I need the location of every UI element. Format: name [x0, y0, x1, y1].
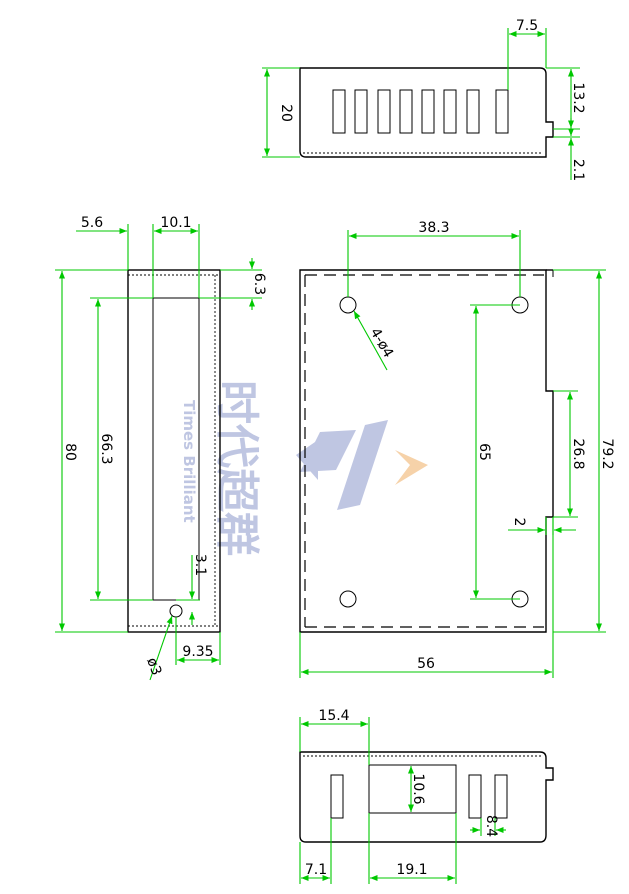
front-view-dim-2: 2 [508, 517, 576, 535]
left-view-dim-6-3: 6.3 [199, 258, 267, 310]
top-view-dim-2-1: 2.1 [553, 118, 586, 181]
dim-label: ø3 [143, 656, 164, 678]
vent-slot [377, 89, 391, 134]
top-view: 20 7.5 13.2 2.1 [262, 18, 586, 181]
bottom-view-slot [494, 774, 508, 819]
dim-label: 7.1 [305, 862, 327, 878]
front-view-dim-26-8: 26.8 [553, 390, 586, 518]
left-view-dim-9-35: 9.35 [175, 617, 221, 665]
dim-label: 4-ø4 [367, 325, 397, 360]
dim-label: 38.3 [418, 220, 449, 236]
left-view-dim-5-6: 5.6 [76, 215, 154, 298]
dim-label: 9.35 [182, 644, 213, 660]
dim-label: 7.5 [516, 18, 538, 34]
left-view-outline [127, 269, 221, 633]
front-view-dim-38-3: 38.3 [347, 220, 521, 297]
dim-label: 15.4 [318, 708, 349, 724]
dim-label: 79.2 [599, 438, 615, 469]
dim-label: 65 [476, 443, 492, 461]
dim-label: 10.1 [160, 215, 191, 231]
dim-label: 3.1 [192, 554, 208, 576]
front-view: 38.3 4-ø4 65 26.8 2 79 [299, 220, 615, 678]
bottom-view: 15.4 10.6 8.4 7.1 19.1 [299, 708, 554, 884]
bottom-view-outline [299, 751, 554, 843]
front-view-dim-56: 56 [299, 517, 554, 678]
front-view-dim-65: 65 [470, 304, 520, 600]
dim-label: 8.4 [483, 815, 499, 837]
dim-label: 80 [62, 443, 78, 461]
left-view-dim-80: 80 [55, 269, 128, 633]
bottom-view-dim-15-4: 15.4 [299, 708, 370, 765]
dim-label: 20 [278, 104, 294, 122]
mounting-hole [339, 296, 357, 314]
bottom-view-window [368, 764, 457, 814]
left-view-dim-10-1: 10.1 [154, 215, 200, 298]
top-view-outline [299, 67, 554, 158]
top-view-dim-7-5: 7.5 [507, 18, 547, 90]
left-view-dim-66-3: 66.3 [90, 297, 153, 601]
dim-label: 19.1 [396, 862, 427, 878]
top-view-dim-20: 20 [262, 67, 300, 158]
front-view-dim-4-holes: 4-ø4 [353, 310, 397, 371]
vent-slot [421, 89, 435, 134]
dim-label: 10.6 [410, 773, 426, 804]
watermark: 时代超群 Times Brilliant [180, 380, 428, 556]
dim-label: 6.3 [251, 273, 267, 295]
dim-label: 56 [417, 656, 435, 672]
bottom-view-dim-8-4: 8.4 [470, 815, 506, 837]
dim-label: 13.2 [570, 82, 586, 113]
watermark-cn-text: 时代超群 [211, 380, 262, 556]
vent-slot [443, 89, 457, 134]
left-view-dim-3-1: 3.1 [176, 554, 208, 625]
dim-label: 2.1 [570, 159, 586, 181]
watermark-logo-icon [296, 420, 428, 510]
left-view-hole [169, 604, 183, 618]
vent-slot [354, 89, 368, 134]
watermark-en-text: Times Brilliant [180, 400, 198, 523]
vent-slot [466, 89, 480, 134]
top-view-dim-13-2: 13.2 [546, 67, 586, 130]
vent-slot [332, 89, 346, 134]
vent-slot [495, 89, 509, 134]
bottom-view-slot [468, 774, 482, 819]
vent-slot [399, 89, 413, 134]
bottom-view-dim-7-1: 7.1 [299, 818, 332, 884]
top-view-vent-slots [332, 89, 509, 134]
dim-label: 5.6 [81, 215, 103, 231]
left-view-dim-dia-3: ø3 [143, 615, 173, 681]
dim-label: 66.3 [98, 433, 114, 464]
left-view: 80 66.3 5.6 10.1 6.3 [55, 215, 267, 681]
dim-label: 26.8 [570, 438, 586, 469]
dim-label: 2 [511, 518, 527, 527]
bottom-view-slot [330, 774, 344, 819]
front-view-dim-79-2: 79.2 [553, 269, 615, 633]
bottom-view-dim-10-6: 10.6 [407, 766, 426, 812]
mounting-hole [339, 590, 357, 608]
bottom-view-dim-19-1: 19.1 [368, 813, 457, 884]
